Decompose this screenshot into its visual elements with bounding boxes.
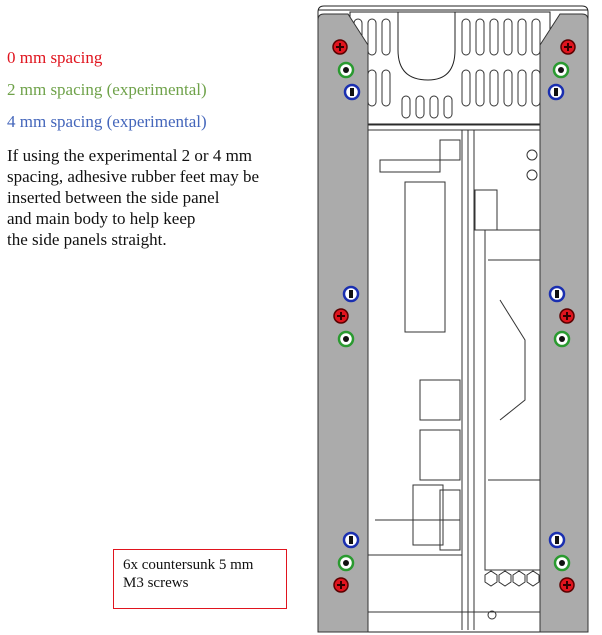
legend-2mm-spacing: 2 mm spacing (experimental) [7, 80, 207, 99]
screw-4mm-icon [548, 285, 566, 303]
screw-2mm-icon [337, 330, 355, 348]
screw-4mm-icon [343, 83, 361, 101]
spacing-note: If using the experimental 2 or 4 mm spac… [7, 145, 307, 250]
screws-callout: 6x countersunk 5 mm M3 screws [113, 549, 287, 609]
screw-4mm-icon [342, 285, 360, 303]
screw-2mm-icon [553, 330, 571, 348]
screw-0mm-icon [333, 308, 349, 324]
callout-line: M3 screws [123, 575, 189, 591]
legend-0mm-spacing: 0 mm spacing [7, 48, 103, 67]
screw-4mm-icon [342, 531, 360, 549]
screw-4mm-icon [548, 531, 566, 549]
callout-line: 6x countersunk 5 mm [123, 557, 254, 573]
screw-0mm-icon [559, 308, 575, 324]
vent-slots [353, 18, 541, 119]
note-line: If using the experimental 2 or 4 mm [7, 146, 253, 165]
screw-2mm-icon [552, 61, 570, 79]
legend-4mm-spacing: 4 mm spacing (experimental) [7, 112, 207, 131]
chassis-body [317, 5, 589, 633]
note-line: and main body to help keep [7, 209, 196, 228]
screw-0mm-icon [560, 39, 576, 55]
screw-0mm-icon [559, 577, 575, 593]
screw-4mm-icon [547, 83, 565, 101]
internal-components [368, 124, 548, 630]
screw-2mm-icon [553, 554, 571, 572]
note-line: spacing, adhesive rubber feet may be [7, 167, 260, 186]
screw-0mm-icon [333, 577, 349, 593]
screw-2mm-icon [337, 61, 355, 79]
screw-0mm-icon [332, 39, 348, 55]
screw-2mm-icon [337, 554, 355, 572]
note-line: the side panels straight. [7, 230, 167, 249]
note-line: inserted between the side panel [7, 188, 220, 207]
